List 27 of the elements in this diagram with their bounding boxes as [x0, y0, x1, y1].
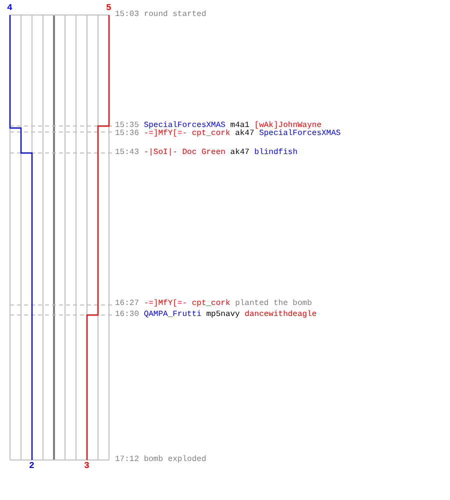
player-name: -=]MfY[=- cpt_cork [144, 129, 230, 138]
player-name: -=]MfY[=- cpt_cork [144, 299, 230, 308]
event-time: 16:27 [115, 299, 140, 308]
weapon-name: ak47 [235, 129, 254, 138]
player-count: 4 [7, 3, 12, 13]
player-name: SpecialForcesXMAS [144, 121, 226, 130]
event-time: 16:30 [115, 310, 140, 319]
event-text: planted the bomb [235, 299, 312, 308]
weapon-name: ak47 [230, 148, 250, 157]
event-time: 17:12 [115, 455, 140, 464]
player-count: 5 [106, 3, 112, 13]
weapon-name: m4a1 [230, 121, 250, 130]
event-text: bomb exploded [144, 455, 206, 464]
player-name: -|SoI|- Doc Green [144, 148, 226, 157]
weapon-name: mp5navy [206, 310, 240, 319]
player-name: blindfish [254, 148, 298, 157]
player-name: SpecialForcesXMAS [259, 129, 341, 138]
player-name: dancewithdeagle [244, 310, 317, 319]
player-name: [wAk]JohnWayne [254, 121, 322, 130]
player-name: QAMPA_Frutti [144, 310, 202, 319]
event-time: 15:43 [115, 148, 140, 157]
player-count: 2 [29, 461, 34, 471]
player-count: 3 [84, 461, 90, 471]
event-time: 15:35 [115, 121, 140, 130]
event-time: 15:36 [115, 129, 140, 138]
event-time: 15:03 [115, 10, 140, 19]
event-text: round started [144, 10, 206, 19]
